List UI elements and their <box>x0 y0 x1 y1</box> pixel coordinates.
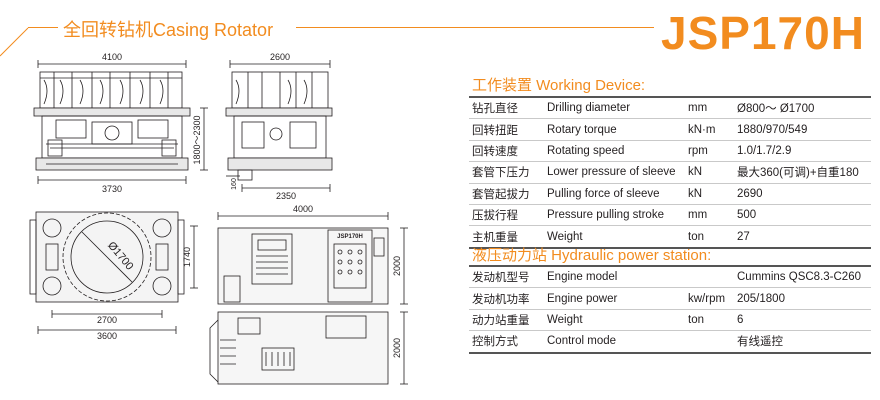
spec-unit: mm <box>685 204 734 227</box>
spec-unit: ton <box>685 225 734 249</box>
station-front-view <box>217 212 408 305</box>
spec-cn-label: 发动机型号 <box>469 265 544 289</box>
spec-cn-label: 钻孔直径 <box>469 96 544 120</box>
plan-view <box>29 211 198 334</box>
dim-front-width: 4100 <box>102 52 122 62</box>
side-view <box>225 60 333 192</box>
spec-value: 500 <box>734 204 871 227</box>
dim-side-width: 2600 <box>270 52 290 62</box>
spec-cn-label: 控制方式 <box>469 330 544 354</box>
spec-en-label: Weight <box>544 225 685 249</box>
header-decoration <box>0 27 29 57</box>
dim-station-height-top: 2000 <box>392 256 402 276</box>
dim-side-base: 2350 <box>276 191 296 201</box>
spec-value: 6 <box>734 309 871 332</box>
spec-unit: ton <box>685 309 734 332</box>
spec-en-label: Control mode <box>544 330 685 354</box>
dim-plan-outer: 3600 <box>97 331 117 341</box>
dim-plan-height: 1740 <box>182 247 192 267</box>
station-side-view <box>209 311 408 385</box>
header-rule-left <box>28 27 58 28</box>
spec-en-label: Drilling diameter <box>544 96 685 120</box>
spec-cn-label: 发动机功率 <box>469 287 544 310</box>
spec-unit: kN <box>685 161 734 184</box>
spec-value: 1880/970/549 <box>734 118 871 141</box>
dim-front-base: 3730 <box>102 184 122 194</box>
dim-station-width: 4000 <box>293 204 313 214</box>
spec-cn-label: 主机重量 <box>469 225 544 249</box>
dim-front-height: 1800～2300 <box>192 115 202 164</box>
spec-value: Cummins QSC8.3-C260 <box>734 265 871 289</box>
spec-en-label: Lower pressure of sleeve <box>544 161 685 184</box>
spec-value: 27 <box>734 225 871 249</box>
spec-cn-label: 套管下压力 <box>469 161 544 184</box>
spec-cn-label: 动力站重量 <box>469 309 544 332</box>
spec-value: 2690 <box>734 183 871 205</box>
spec-unit <box>685 330 734 354</box>
spec-en-label: Weight <box>544 309 685 332</box>
spec-en-label: Engine power <box>544 287 685 310</box>
dim-station-height-bottom: 2000 <box>392 338 402 358</box>
spec-en-label: Pulling force of sleeve <box>544 183 685 205</box>
spec-value: 1.0/1.7/2.9 <box>734 140 871 163</box>
page-title: 全回转钻机Casing Rotator <box>63 20 274 40</box>
spec-cn-label: 回转速度 <box>469 140 544 163</box>
spec-value: 有线遥控 <box>734 330 871 354</box>
spec-unit: rpm <box>685 140 734 163</box>
station-brand-label: JSP170H <box>337 234 363 240</box>
front-view <box>33 60 208 184</box>
spec-unit: kN <box>685 183 734 205</box>
hydraulic-station-title: 液压动力站 Hydraulic power station: <box>472 247 712 264</box>
header-rule-right <box>296 27 654 28</box>
spec-en-label: Rotary torque <box>544 118 685 141</box>
spec-value: Ø800～ Ø1700 <box>734 96 871 120</box>
spec-unit <box>685 265 734 289</box>
spec-value: 最大360(可调)+自重180 <box>734 161 871 184</box>
model-number: JSP170H <box>661 7 865 59</box>
spec-en-label: Engine model <box>544 265 685 289</box>
spec-en-label: Rotating speed <box>544 140 685 163</box>
dim-plan-inner: 2700 <box>97 315 117 325</box>
spec-cn-label: 套管起拔力 <box>469 183 544 205</box>
dim-side-small: 160 <box>231 178 238 190</box>
working-device-title: 工作装置 Working Device: <box>472 77 646 94</box>
spec-cn-label: 回转扭距 <box>469 118 544 141</box>
spec-unit: mm <box>685 96 734 120</box>
spec-en-label: Pressure pulling stroke <box>544 204 685 227</box>
technical-drawings: 4100 3730 1800～2300 2600 2350 160 Ø1700 … <box>29 52 408 385</box>
spec-unit: kN·m <box>685 118 734 141</box>
spec-unit: kw/rpm <box>685 287 734 310</box>
spec-cn-label: 压拔行程 <box>469 204 544 227</box>
spec-value: 205/1800 <box>734 287 871 310</box>
